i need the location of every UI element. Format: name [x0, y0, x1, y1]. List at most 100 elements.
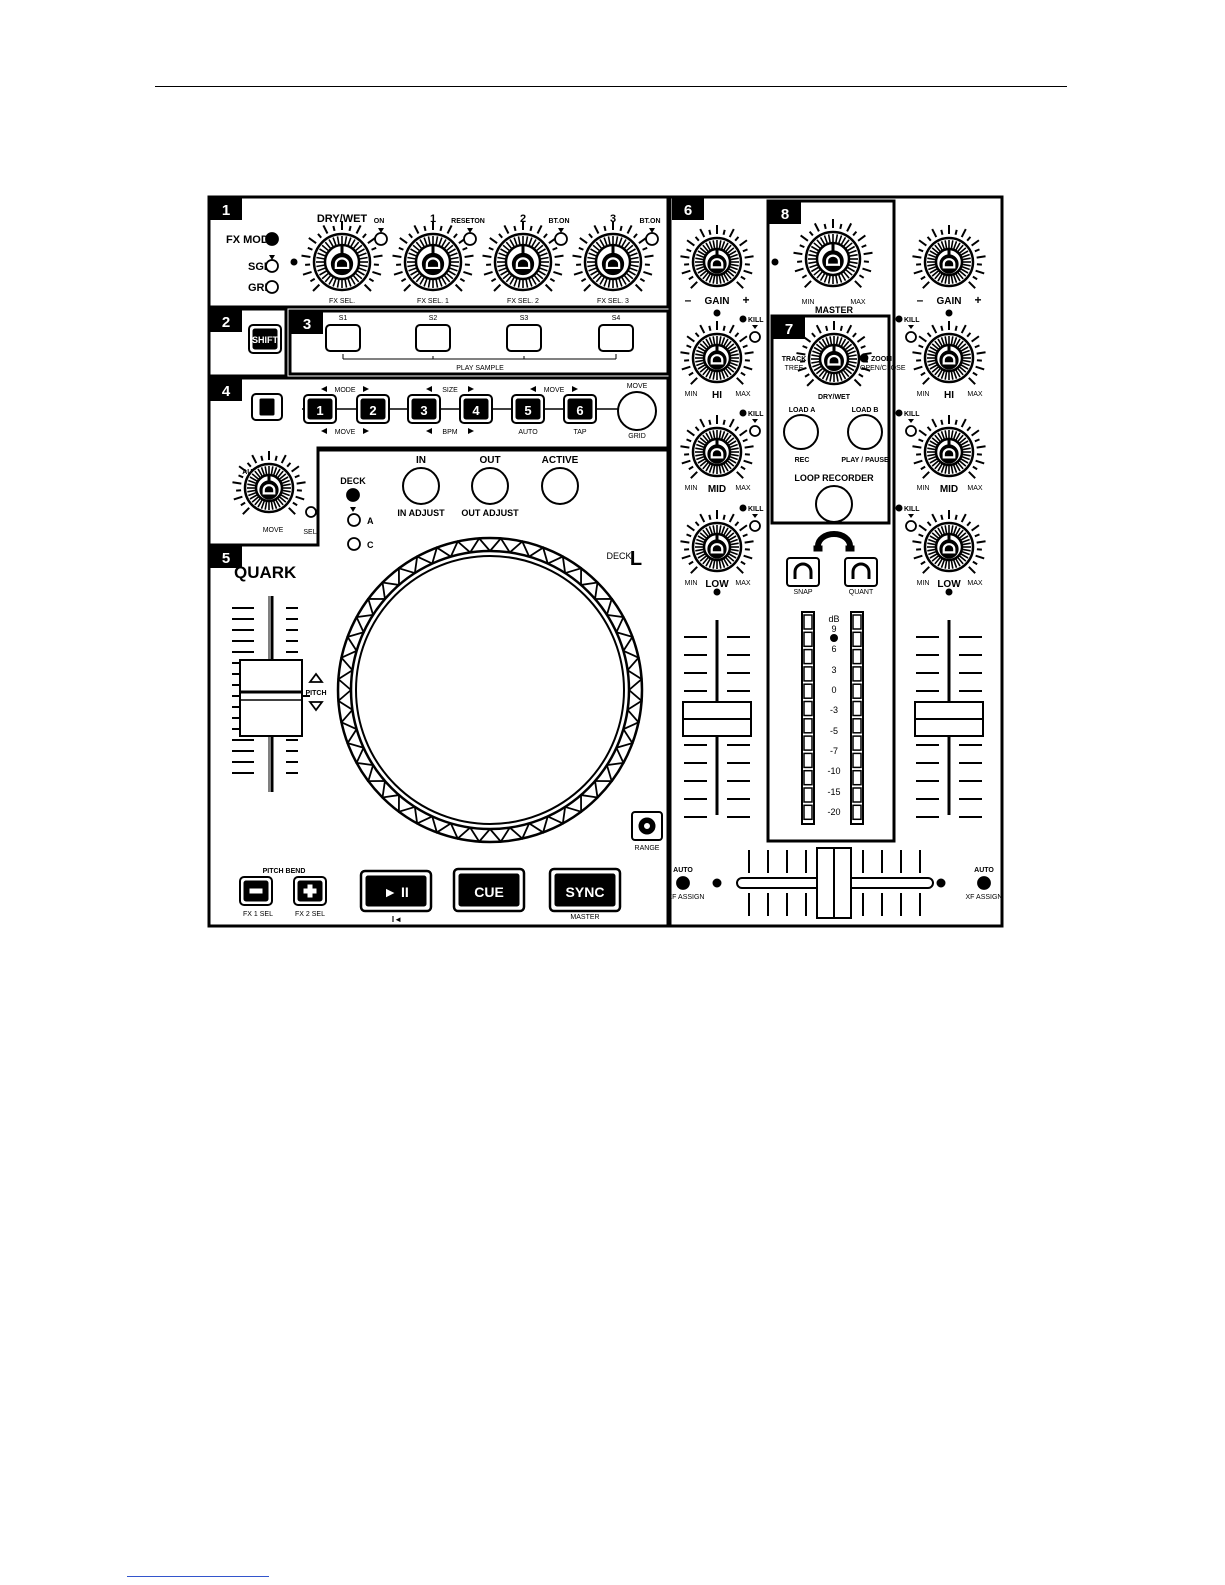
kill-button[interactable]: [905, 520, 917, 532]
knob-grip: [270, 466, 274, 475]
knob-grip: [273, 467, 278, 476]
out-button[interactable]: [471, 467, 509, 505]
knob-tick: [802, 335, 812, 343]
kill-button[interactable]: [905, 425, 917, 437]
knob-tick: [488, 246, 494, 251]
knob-tick: [813, 222, 820, 232]
vu-segment: [803, 787, 813, 803]
auto-left-button[interactable]: [676, 876, 690, 890]
fx1-knob[interactable]: [392, 221, 474, 292]
mid-knob-right[interactable]: [912, 415, 986, 479]
sample-button[interactable]: [598, 324, 634, 352]
snap-cue-button[interactable]: [786, 557, 820, 587]
sample-button[interactable]: [415, 324, 451, 352]
channel-fader-right[interactable]: [914, 620, 984, 818]
knob-grip: [815, 343, 824, 350]
delete-button[interactable]: [251, 393, 283, 421]
auto-right-button[interactable]: [977, 876, 991, 890]
jog-wheel[interactable]: [336, 536, 644, 844]
range-button[interactable]: [631, 811, 663, 841]
shift-button-outer[interactable]: [248, 324, 282, 354]
mid-knob-left[interactable]: [680, 415, 754, 479]
fx-on-button[interactable]: [463, 232, 477, 246]
knob-grip: [502, 244, 510, 252]
knob-grip: [712, 525, 716, 534]
knob-grip: [843, 271, 850, 279]
quant-cue-button[interactable]: [844, 557, 878, 587]
loop-recorder-button[interactable]: [815, 485, 853, 523]
autoloop-knob[interactable]: [232, 451, 306, 515]
knob-grip: [448, 270, 456, 276]
pitch-fader[interactable]: [232, 596, 310, 792]
knob-logo-mark: [707, 539, 727, 559]
fx-on-button[interactable]: [554, 232, 568, 246]
jog-tooth: [547, 555, 567, 574]
sgl-led[interactable]: [265, 259, 279, 273]
master-dot: [771, 258, 779, 266]
pitch-bend-plus-button[interactable]: [293, 876, 327, 906]
move-grid-button[interactable]: [617, 391, 657, 431]
deck-c-button[interactable]: [347, 537, 361, 551]
fx3-knob[interactable]: [572, 221, 654, 292]
low-knob-left[interactable]: [680, 510, 754, 574]
sync-button[interactable]: [548, 867, 622, 913]
knob-grip: [533, 241, 541, 249]
mid-label: MID: [708, 484, 726, 495]
knob-grip: [823, 274, 828, 283]
max-label: MAX: [735, 485, 751, 492]
autoloop-move-label: MOVE: [263, 527, 284, 534]
channel-fader-left[interactable]: [682, 620, 752, 818]
kill-button[interactable]: [749, 520, 761, 532]
knob-logo-glyph: [942, 448, 956, 459]
gain-knob-right[interactable]: [912, 225, 986, 289]
kill-button[interactable]: [749, 331, 761, 343]
knob-grip: [847, 350, 856, 355]
sample-button[interactable]: [325, 324, 361, 352]
knob-tick: [740, 560, 746, 566]
knob-grip: [727, 247, 735, 254]
knob-tick: [482, 254, 492, 258]
master-knob[interactable]: [793, 219, 873, 288]
knob-tick: [799, 244, 805, 249]
hi-knob-right[interactable]: [912, 321, 986, 385]
browse-knob[interactable]: [796, 321, 872, 387]
knob-grip: [332, 278, 337, 287]
active-button[interactable]: [541, 467, 579, 505]
kill-button[interactable]: [905, 331, 917, 343]
knob-tick: [722, 419, 726, 426]
knob-grip: [843, 239, 850, 247]
hi-knob-left[interactable]: [680, 321, 754, 385]
fx2-knob[interactable]: [482, 221, 564, 292]
vu-segment: [803, 666, 813, 682]
gain-knob-left[interactable]: [680, 225, 754, 289]
jog-tooth: [606, 613, 625, 633]
kill-label: KILL: [748, 411, 764, 418]
knob-grip: [950, 525, 954, 534]
sample-button[interactable]: [506, 324, 542, 352]
cue-button[interactable]: [452, 867, 526, 913]
kill-button[interactable]: [749, 425, 761, 437]
autoloop-sel-button[interactable]: [305, 506, 317, 518]
frame-deck: [207, 448, 670, 928]
jog-tooth: [595, 764, 613, 782]
deck-led[interactable]: [346, 488, 360, 502]
crossfader[interactable]: [736, 847, 934, 919]
knob-grip: [500, 270, 508, 276]
fx-mode-led[interactable]: [265, 232, 279, 246]
grp-led[interactable]: [265, 280, 279, 294]
knob-grip: [708, 274, 713, 283]
knob-grip: [959, 366, 967, 373]
fx-on-button[interactable]: [645, 232, 659, 246]
low-knob-right[interactable]: [912, 510, 986, 574]
load-a-button[interactable]: [783, 414, 819, 450]
knob-tick: [355, 225, 362, 234]
play-button[interactable]: [359, 869, 433, 913]
pitch-bend-minus-button[interactable]: [239, 876, 273, 906]
dry-wet-knob[interactable]: [301, 221, 383, 292]
load-b-button[interactable]: [847, 414, 883, 450]
in-button[interactable]: [402, 467, 440, 505]
pitch-fader-cap[interactable]: [239, 659, 303, 737]
fx-on-button[interactable]: [374, 232, 388, 246]
deck-a-button[interactable]: [347, 513, 361, 527]
knob-tick: [912, 540, 922, 544]
